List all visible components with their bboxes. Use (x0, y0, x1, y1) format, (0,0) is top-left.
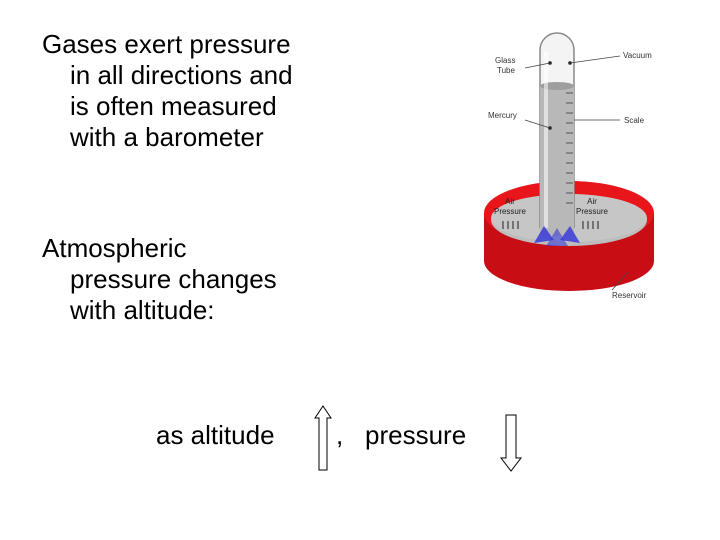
glass-tube (539, 32, 575, 236)
label-pressure-left: Pressure (494, 207, 527, 216)
label-scale: Scale (624, 116, 645, 125)
bullet-1-line-4: with a barometer (70, 122, 264, 152)
bullet-atmospheric-pressure: Atmospheric pressure changes with altitu… (42, 233, 277, 326)
altitude-text: as altitude (156, 420, 275, 450)
label-air-left: Air (505, 197, 515, 206)
pressure-text: pressure (365, 420, 467, 450)
comma-text: , (336, 420, 344, 450)
label-vacuum: Vacuum (623, 51, 652, 60)
bullet-1-line-1: Gases exert pressure (42, 29, 291, 59)
label-pressure-right: Pressure (576, 207, 609, 216)
bullet-2-line-2: pressure changes (70, 264, 277, 294)
label-mercury: Mercury (488, 111, 517, 120)
bullet-2-line-3: with altitude: (70, 295, 215, 325)
label-glass: Glass (495, 56, 515, 65)
bullet-2-line-1: Atmospheric (42, 233, 187, 263)
label-air-right: Air (587, 197, 597, 206)
air-pressure-arrows (534, 226, 580, 246)
up-arrow-icon (314, 405, 332, 471)
bullet-1-line-3: is often measured (70, 91, 277, 121)
barometer-diagram: Glass Tube Vacuum Mercury Scale Air Pres… (484, 32, 654, 300)
bullet-gases-pressure: Gases exert pressure in all directions a… (42, 29, 293, 153)
label-reservoir: Reservoir (612, 291, 647, 300)
air-down-arrows (502, 221, 599, 229)
label-tube: Tube (497, 66, 515, 75)
bullet-1-line-2: in all directions and (70, 60, 293, 90)
scale-ticks (566, 92, 573, 204)
down-arrow-icon (500, 414, 522, 472)
leader-lines (524, 55, 629, 291)
